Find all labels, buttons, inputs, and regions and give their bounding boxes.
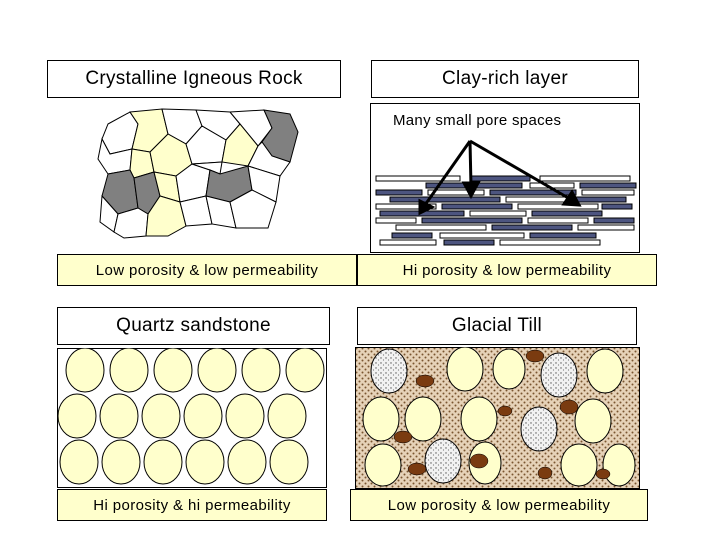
clay-title: Clay-rich layer xyxy=(371,60,639,98)
sandstone-grains xyxy=(57,348,325,485)
sandstone-illustration xyxy=(57,348,327,488)
pore-arrows xyxy=(418,139,582,216)
till-caption: Low porosity & low permeability xyxy=(350,489,648,521)
till-pebbles xyxy=(393,349,611,480)
clay-layer-illustration xyxy=(370,103,640,253)
till-title: Glacial Till xyxy=(357,307,637,345)
igneous-grain xyxy=(229,189,277,229)
igneous-caption: Low porosity & low permeability xyxy=(57,254,357,286)
pore-spaces-label: Many small pore spaces xyxy=(393,112,562,129)
sandstone-title: Quartz sandstone xyxy=(57,307,330,345)
till-clasts xyxy=(362,347,636,487)
igneous-rock-illustration xyxy=(97,108,299,239)
glacial-till-illustration xyxy=(355,347,640,489)
clay-caption: Hi porosity & low permeability xyxy=(357,254,657,286)
sandstone-caption: Hi porosity & hi permeability xyxy=(57,489,327,521)
igneous-title: Crystalline Igneous Rock xyxy=(47,60,341,98)
